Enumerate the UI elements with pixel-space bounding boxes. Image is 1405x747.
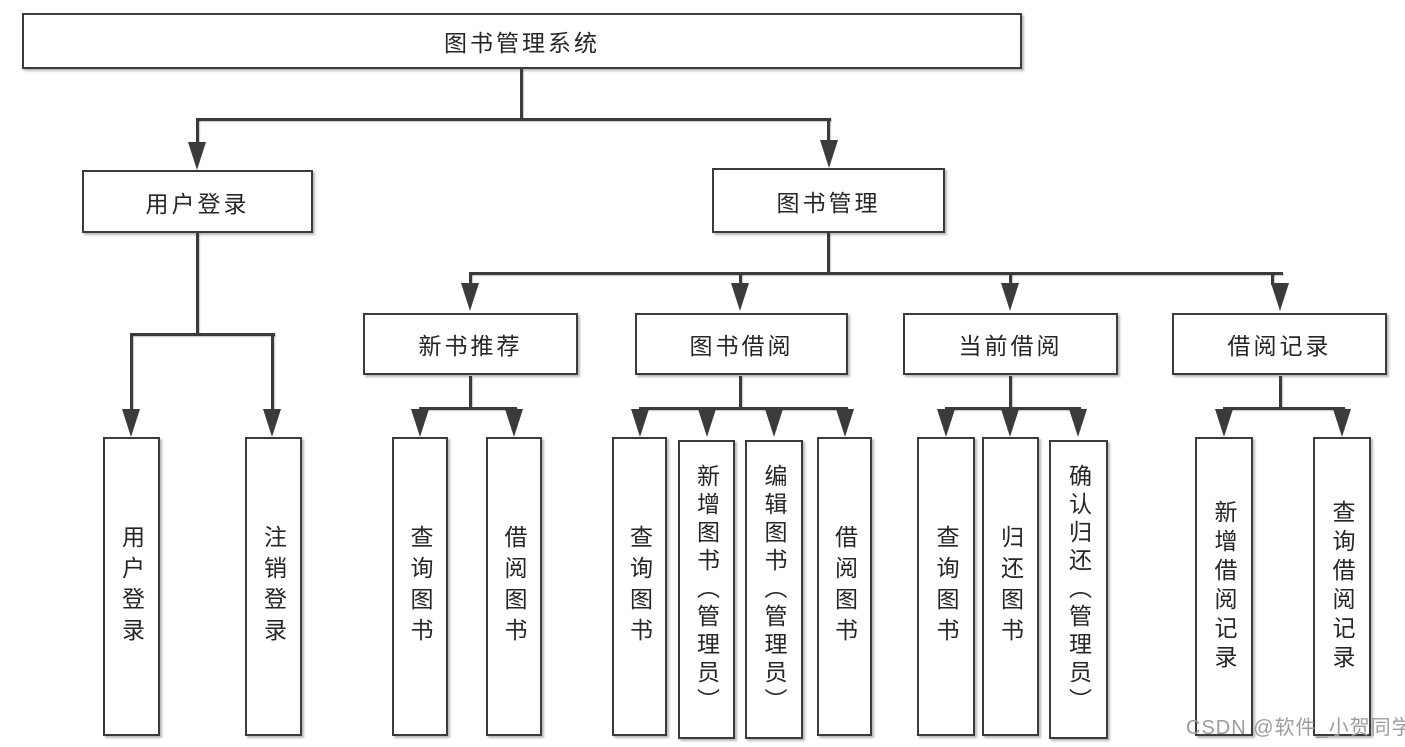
- connector-records-stem: [1279, 376, 1282, 407]
- connector-current-stem: [1009, 376, 1012, 407]
- node-user-login: 用户登录: [82, 170, 313, 233]
- arrowhead-leaf-borrow-borrowing: [836, 409, 854, 437]
- connector-root-split: [197, 118, 831, 121]
- arrowhead-leaf-logout: [263, 409, 281, 437]
- leaf-query-books-current: 查询图书: [917, 437, 975, 736]
- connector-recommendation-stem: [469, 376, 472, 407]
- arrowhead-leaf-query-record: [1333, 409, 1351, 437]
- leaf-add-borrow-record: 新增借阅记录: [1195, 437, 1253, 736]
- arrowhead-records: [1271, 283, 1289, 311]
- connector-drop-book-management: [827, 118, 830, 145]
- arrowhead-book-management: [820, 140, 838, 168]
- leaf-return-books: 归还图书: [982, 437, 1039, 736]
- leaf-edit-books-admin: 编辑图书（管理员）: [745, 440, 803, 739]
- connector-drop-records: [1271, 272, 1274, 285]
- leaf-query-borrow-record: 查询借阅记录: [1313, 437, 1371, 736]
- connector-recommendation-split: [419, 407, 517, 410]
- arrowhead-leaf-confirm-return: [1069, 409, 1087, 437]
- arrowhead-leaf-add-record: [1215, 409, 1233, 437]
- leaf-confirm-return-admin: 确认归还（管理员）: [1049, 440, 1108, 739]
- arrowhead-leaf-query-current: [937, 409, 955, 437]
- arrowhead-leaf-add-books: [698, 409, 716, 437]
- leaf-add-books-admin: 新增图书（管理员）: [678, 440, 735, 739]
- connector-mgmt-split: [469, 272, 1283, 275]
- connector-drop-leaf-login: [130, 333, 133, 410]
- connector-drop-current: [1009, 272, 1012, 285]
- arrowhead-current: [1001, 283, 1019, 311]
- node-new-book-recommendation: 新书推荐: [363, 313, 578, 375]
- connector-current-split: [945, 407, 1081, 410]
- arrowhead-user-login: [188, 142, 206, 170]
- connector-borrowing-split: [639, 407, 848, 410]
- connector-drop-recommendation: [469, 272, 472, 285]
- connector-records-split: [1223, 407, 1345, 410]
- connector-drop-leaf-logout: [271, 333, 274, 410]
- arrowhead-leaf-edit-books: [765, 409, 783, 437]
- leaf-borrow-books-recommend: 借阅图书: [486, 437, 542, 736]
- arrowhead-leaf-query-borrowing: [631, 409, 649, 437]
- leaf-query-books-borrowing: 查询图书: [612, 437, 667, 736]
- connector-login-split: [130, 333, 275, 336]
- connector-root-stem: [520, 69, 523, 118]
- arrowhead-leaf-borrow-recommend: [505, 409, 523, 437]
- connector-login-stem: [196, 233, 199, 333]
- connector-drop-borrowing: [739, 272, 742, 285]
- node-book-borrowing: 图书借阅: [635, 313, 848, 375]
- connector-borrowing-stem: [739, 376, 742, 407]
- leaf-user-login: 用户登录: [103, 437, 160, 736]
- node-book-management: 图书管理: [712, 168, 945, 233]
- leaf-query-books-recommend: 查询图书: [392, 437, 448, 736]
- csdn-watermark: CSDN @软件_小贺同学: [1186, 717, 1405, 739]
- leaf-borrow-books-borrowing: 借阅图书: [817, 437, 872, 736]
- node-library-management-system: 图书管理系统: [22, 13, 1022, 69]
- node-current-borrowing: 当前借阅: [903, 313, 1118, 375]
- arrowhead-leaf-login: [122, 409, 140, 437]
- connector-mgmt-stem: [827, 233, 830, 272]
- leaf-logout: 注销登录: [245, 437, 302, 736]
- arrowhead-recommendation: [461, 283, 479, 311]
- node-borrowing-records: 借阅记录: [1172, 313, 1387, 375]
- arrowhead-leaf-return-books: [1001, 409, 1019, 437]
- arrowhead-leaf-query-recommend: [411, 409, 429, 437]
- arrowhead-borrowing: [731, 283, 749, 311]
- connector-drop-user-login: [196, 118, 199, 145]
